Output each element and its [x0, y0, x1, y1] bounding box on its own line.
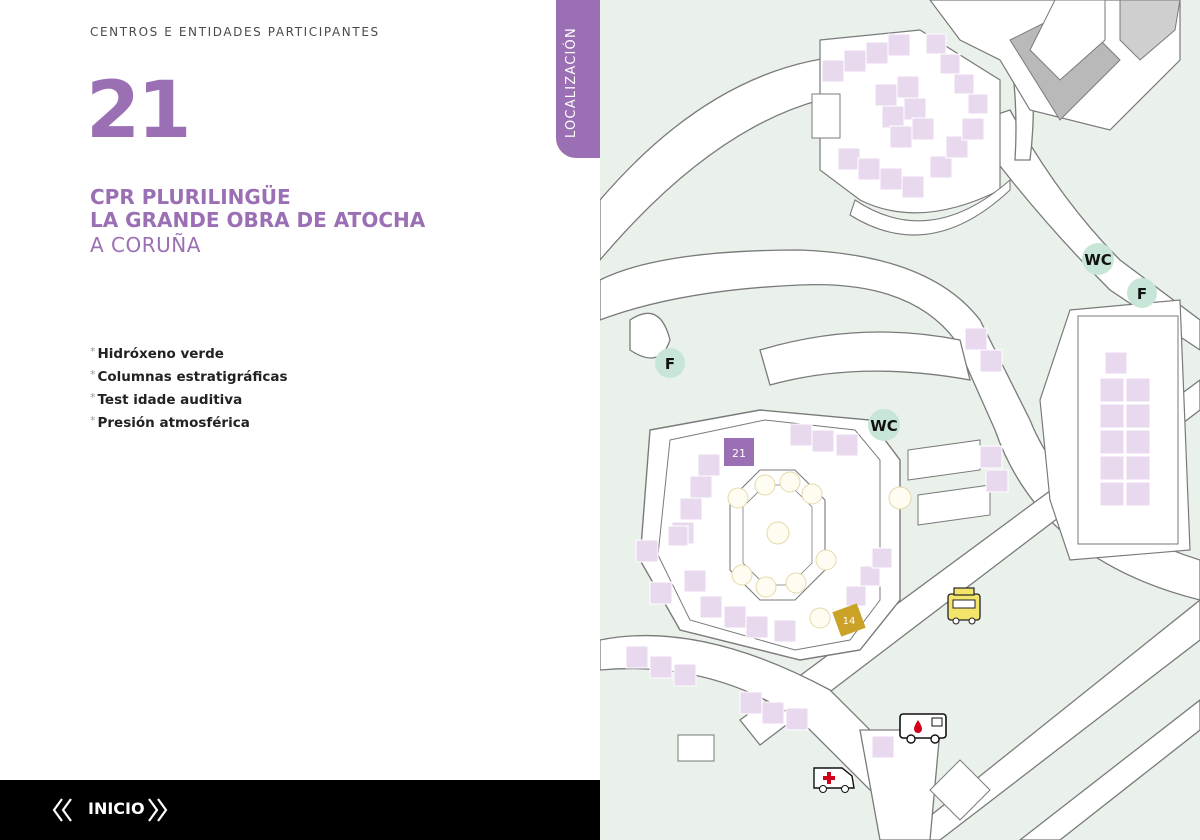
stand-number: 21 [86, 66, 192, 156]
stand-blocks [625, 33, 1151, 759]
topic-item: *Test idade auditiva [90, 390, 288, 413]
venue-map[interactable]: 21 14 WC WC F F [600, 0, 1200, 840]
fountain-label: F [1137, 285, 1147, 303]
bullet-star: * [90, 414, 96, 427]
topic-item: *Hidróxeno verde [90, 344, 288, 367]
wc-marker-center[interactable]: WC [868, 409, 900, 441]
section-label: CENTROS E ENTIDADES PARTICIPANTES [90, 25, 380, 39]
bullet-star: * [90, 391, 96, 404]
circle-stands [727, 471, 912, 629]
topic-label: Presión atmosférica [97, 415, 250, 431]
topic-label: Columnas estratigráficas [97, 369, 288, 385]
wc-marker-east[interactable]: WC [1082, 243, 1114, 275]
double-chevron-right-icon[interactable] [146, 797, 168, 823]
topic-label: Hidróxeno verde [97, 346, 224, 362]
wc-label: WC [870, 417, 898, 435]
stand-14-label: 14 [843, 616, 856, 627]
topic-item: *Columnas estratigráficas [90, 367, 288, 390]
entity-title-line1: CPR PLURILINGÜE [90, 185, 291, 209]
stand-14-marker[interactable] [832, 603, 866, 637]
wc-label: WC [1084, 251, 1112, 269]
map-canvas: 21 14 WC WC F F [600, 0, 1200, 840]
info-panel: CENTROS E ENTIDADES PARTICIPANTES 21 CPR… [0, 25, 600, 840]
bullet-star: * [90, 368, 96, 381]
location-tab[interactable]: LOCALIZACIÓN [556, 0, 600, 158]
stand-21-label: 21 [732, 447, 746, 460]
topic-item: *Presión atmosférica [90, 413, 288, 436]
entity-title-line2: LA GRANDE OBRA DE ATOCHA [90, 208, 426, 232]
double-chevron-left-icon[interactable] [52, 797, 74, 823]
stand-21-marker[interactable] [724, 438, 754, 466]
fountain-label: F [665, 355, 675, 373]
footer-bar: INICIO [0, 780, 600, 840]
ambulance-icon[interactable] [813, 767, 855, 793]
topics-list: *Hidróxeno verde *Columnas estratigráfic… [90, 344, 288, 436]
entity-title: CPR PLURILINGÜE LA GRANDE OBRA DE ATOCHA [90, 186, 425, 232]
bullet-star: * [90, 345, 96, 358]
fountain-marker-east[interactable]: F [1127, 278, 1157, 308]
entity-location: A CORUÑA [90, 233, 201, 257]
home-link[interactable]: INICIO [88, 799, 145, 818]
fountain-marker-west[interactable]: F [655, 348, 685, 378]
blood-donation-bus-icon[interactable] [899, 713, 947, 744]
topic-label: Test idade auditiva [97, 392, 243, 408]
food-truck-icon[interactable] [947, 587, 981, 625]
location-tab-label: LOCALIZACIÓN [564, 27, 579, 138]
